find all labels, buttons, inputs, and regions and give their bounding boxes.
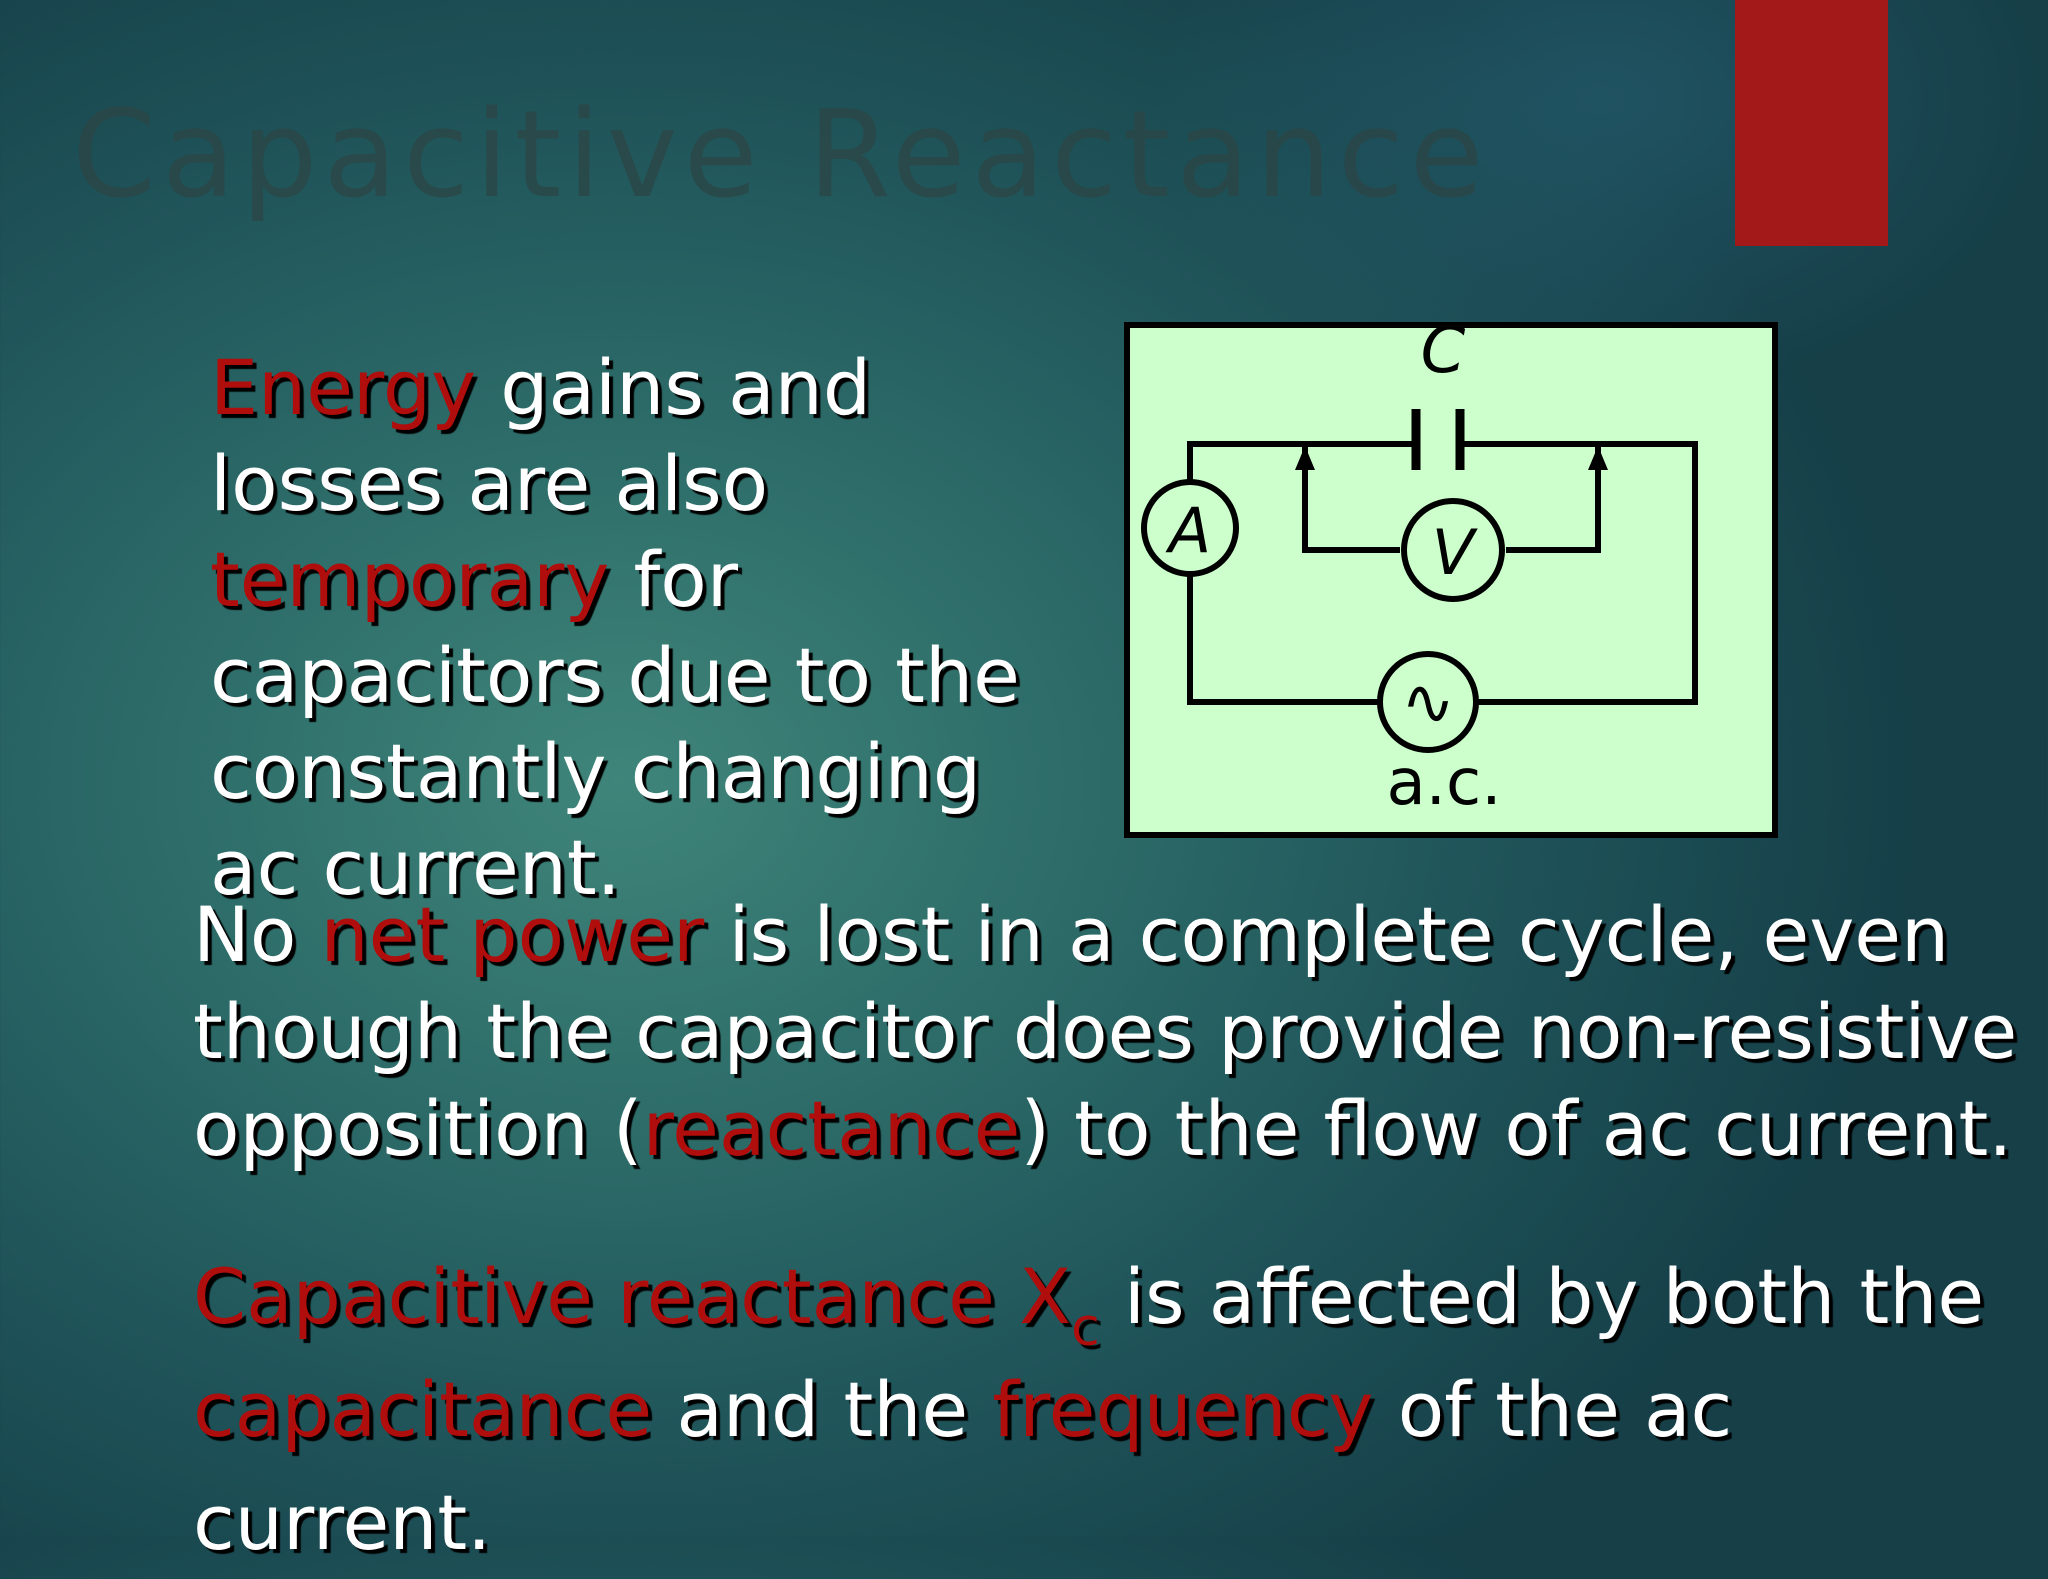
ac-source-circle [1377,651,1479,753]
voltmeter-label: V [1432,516,1479,589]
term-temporary: temporary [210,535,610,624]
text-and-the: and the [652,1365,993,1454]
text-affected: is affected by both the [1099,1252,1985,1341]
accent-bar [1735,0,1888,246]
term-frequency: frequency [992,1365,1374,1454]
term-net-power: net power [320,890,705,979]
paragraph-energy: Energy gains and losses are also tempora… [210,340,1090,916]
voltmeter-circle [1401,498,1505,602]
circuit-wires [1187,441,1698,705]
source-label: a.c. [1386,746,1501,820]
paragraph-net-power: No net power is lost in a complete cycle… [193,886,2033,1177]
text-gains-and: gains and [476,343,872,432]
term-energy: Energy [210,343,477,432]
arrow-up-icon [1295,446,1315,470]
circuit-diagram: C A V ∿ a.c. [1124,322,1778,838]
text-losses: losses are also [210,439,769,528]
ac-source-icon: ∿ [1401,666,1455,740]
subscript-c: c [1071,1298,1100,1358]
arrow-up-icon [1588,446,1608,470]
text-for-capacitors: for capacitors due to the constantly cha… [210,535,1020,912]
text-middle: is lost in a complete cycle, even though… [193,890,2018,1173]
text-no: No [193,890,321,979]
ammeter-label: A [1165,494,1211,567]
term-reactance: reactance [642,1084,1021,1173]
term-capacitive-reactance: Capacitive reactance X [193,1252,1072,1341]
paragraph-capacitive-reactance: Capacitive reactance Xc is affected by b… [193,1240,2033,1579]
capacitor-symbol [1411,409,1465,470]
slide-title: Capacitive Reactance [72,86,1490,225]
term-capacitance: capacitance [193,1365,653,1454]
ammeter-circle [1141,479,1239,577]
text-end: ) to the flow of ac current. [1020,1084,2013,1173]
capacitor-label: C [1421,322,1466,388]
